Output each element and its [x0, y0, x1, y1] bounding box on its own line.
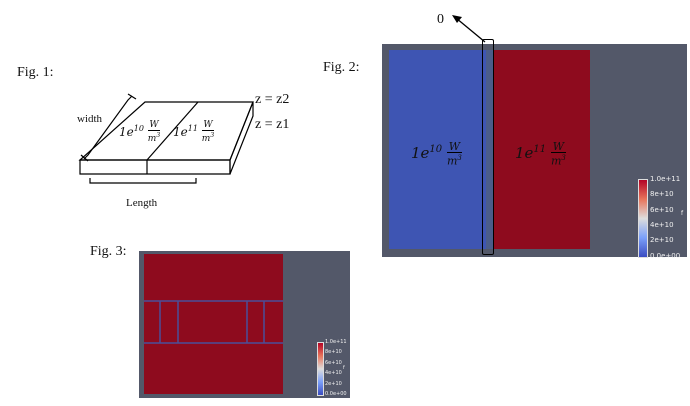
fig1-right-formula: 1e11 W m3	[173, 120, 215, 144]
colorbar-tick-label: 6e+10	[650, 205, 674, 214]
zero-arrow	[452, 15, 486, 43]
fig3-region	[144, 254, 283, 394]
colorbar-tick-label: 0.0e+00	[325, 391, 347, 397]
fig2-interface-highlight	[482, 39, 494, 255]
colorbar-tick-label: 1.0e+11	[325, 339, 347, 345]
fig2-region-low	[389, 50, 489, 249]
colorbar-tick-label: 6e+10	[325, 359, 342, 366]
fig2-label: Fig. 2:	[323, 60, 360, 75]
fig3-colorbar	[317, 342, 324, 396]
z-top-label: z = z2	[255, 92, 290, 107]
fig1-label: Fig. 1:	[17, 65, 54, 80]
fig3-label: Fig. 3:	[90, 244, 127, 259]
fig3-colorbar-side-label: f	[343, 365, 345, 371]
colorbar-tick-label: 2e+10	[650, 236, 674, 245]
colorbar-tick-label: 8e+10	[650, 190, 674, 199]
fig3-grid-lines	[144, 300, 283, 344]
colorbar-tick-label: 2e+10	[325, 380, 342, 387]
fig2-right-formula: 1e11 W m3	[515, 140, 566, 168]
colorbar-tick-label: 4e+10	[325, 370, 342, 377]
fig2-colorbar	[638, 179, 648, 258]
z-bottom-label: z = z1	[255, 117, 290, 132]
fig2-region-high	[493, 50, 590, 249]
colorbar-tick-label: 8e+10	[325, 349, 342, 356]
length-label: Length	[126, 197, 158, 209]
width-label: width	[77, 113, 103, 125]
fig1-left-formula: 1e10 W m3	[119, 120, 161, 144]
width-bracket	[83, 95, 133, 160]
colorbar-tick-label: 1.0e+11	[650, 174, 681, 183]
zero-label: 0	[437, 12, 444, 27]
fig2-left-formula: 1e10 W m3	[411, 140, 462, 168]
fig2-colorbar-side-label: f	[681, 210, 684, 217]
length-bracket	[89, 178, 197, 184]
fig2-interface-gap	[486, 50, 494, 249]
fig1-slab-diagram	[78, 93, 254, 184]
colorbar-tick-label: 0.0e+00	[650, 251, 681, 260]
colorbar-tick-label: 4e+10	[650, 221, 674, 229]
